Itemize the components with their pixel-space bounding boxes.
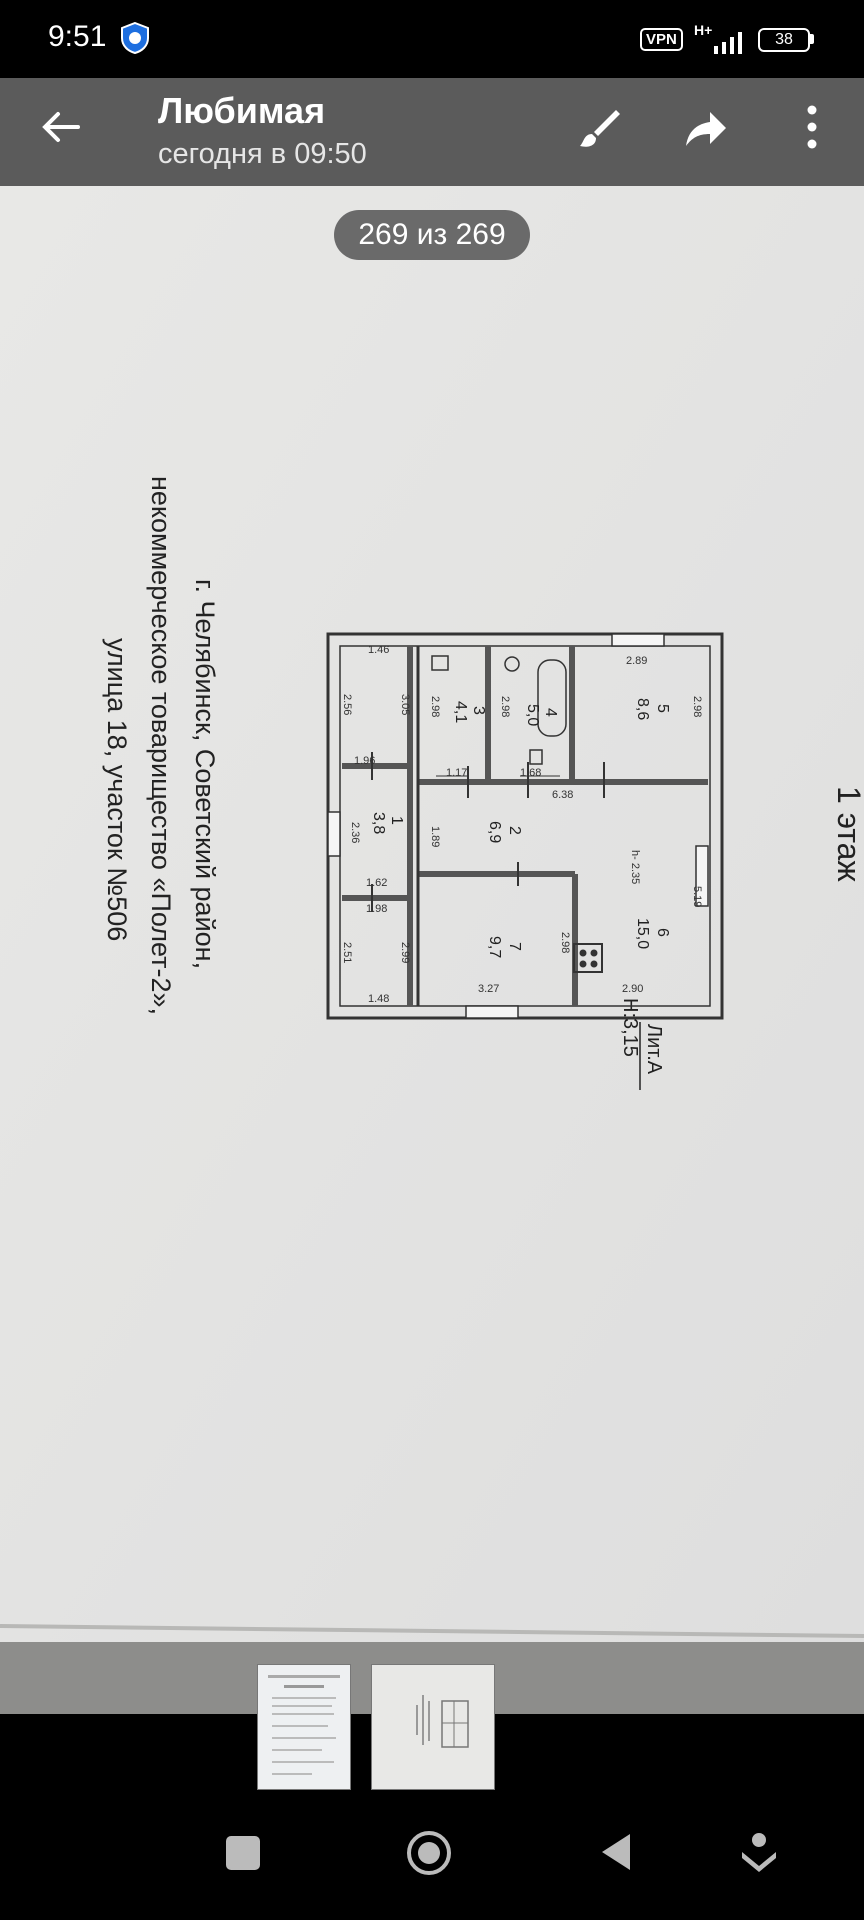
room-5-area: 8,6	[634, 698, 651, 720]
room-4-number: 4	[542, 708, 559, 717]
back-triangle-icon[interactable]	[596, 1830, 636, 1874]
address-line-2: некоммерческое товарищество «Полет-2»,	[146, 476, 176, 1015]
room-2-number: 2	[506, 826, 523, 835]
dim-label: 3.05	[399, 694, 411, 715]
dim-label: h- 2.35	[629, 850, 641, 884]
dim-label: 1.68	[520, 767, 541, 779]
room-2-area: 6,9	[486, 821, 503, 843]
thumbnail-plan	[416, 1695, 469, 1748]
more-options-icon[interactable]	[792, 102, 832, 152]
dim-label: 2.90	[622, 983, 643, 995]
dim-label: 2.98	[691, 696, 703, 717]
room-7-number: 7	[506, 942, 523, 951]
dim-label: 2.99	[399, 942, 411, 963]
room-7-area: 9,7	[486, 936, 503, 958]
dim-label: 1.98	[366, 903, 387, 915]
dim-label: 2.56	[341, 694, 353, 715]
back-arrow-icon[interactable]	[38, 104, 84, 150]
thumbnail-text-lines	[268, 1675, 340, 1775]
battery-icon	[810, 34, 814, 44]
dim-label: 2.98	[499, 696, 511, 717]
floor-plan	[326, 632, 724, 1020]
keyboard-hide-icon[interactable]	[738, 1830, 780, 1876]
room-3-area: 4,1	[452, 701, 469, 723]
dim-label: 1.96	[354, 755, 375, 767]
dim-label: 5.19	[691, 886, 703, 907]
shield-icon	[121, 22, 149, 54]
height-label: Н:3,15	[619, 998, 641, 1057]
floor-label: 1 этаж	[831, 786, 864, 882]
dim-label: 3.27	[478, 983, 499, 995]
dim-label: 1.17	[446, 767, 467, 779]
image-counter: 269 из 269	[334, 210, 530, 260]
dim-label: 1.89	[429, 826, 441, 847]
thumbnail-document[interactable]	[257, 1664, 351, 1790]
room-3-number: 3	[470, 706, 487, 715]
floor-plan-document: г. Челябинск, Советский район, некоммерч…	[0, 186, 864, 1642]
dim-label: 2.51	[341, 942, 353, 963]
dim-label: 2.98	[429, 696, 441, 717]
battery-level: 38	[758, 28, 810, 52]
document-photo[interactable]: г. Челябинск, Советский район, некоммерч…	[0, 186, 864, 1642]
room-4-area: 5,0	[524, 704, 541, 726]
dim-label: 1.62	[366, 877, 387, 889]
home-button-icon[interactable]	[406, 1830, 452, 1876]
room-6-number: 6	[654, 928, 671, 937]
status-time: 9:51	[48, 20, 107, 53]
share-icon[interactable]	[684, 106, 728, 150]
viewer-header: Любимая сегодня в 09:50	[0, 78, 864, 186]
recents-button[interactable]	[226, 1836, 260, 1870]
dim-label: 2.36	[349, 822, 361, 843]
dim-label: 2.98	[559, 932, 571, 953]
vpn-badge: VPN	[640, 28, 683, 51]
dim-label: 2.89	[626, 655, 647, 667]
contact-name: Любимая	[158, 90, 326, 131]
dim-label: 1.46	[368, 644, 389, 656]
room-1-number: 1	[388, 816, 405, 825]
address-line-1: г. Челябинск, Советский район,	[190, 579, 220, 969]
room-6-area: 15,0	[634, 918, 651, 949]
lit-label: Лит.А	[643, 1024, 665, 1075]
room-1-area: 3,8	[370, 812, 387, 834]
status-bar: 9:51 VPN H+ 38	[0, 0, 864, 78]
brush-icon[interactable]	[576, 106, 620, 150]
address-line-3: улица 18, участок №506	[102, 638, 132, 941]
dim-label: 1.48	[368, 993, 389, 1005]
message-time: сегодня в 09:50	[158, 138, 367, 170]
thumbnail-floor-plan[interactable]	[371, 1664, 495, 1790]
dim-label: 6.38	[552, 789, 573, 801]
network-type: H+	[694, 22, 713, 38]
room-5-number: 5	[654, 704, 671, 713]
signal-icon	[714, 32, 742, 54]
